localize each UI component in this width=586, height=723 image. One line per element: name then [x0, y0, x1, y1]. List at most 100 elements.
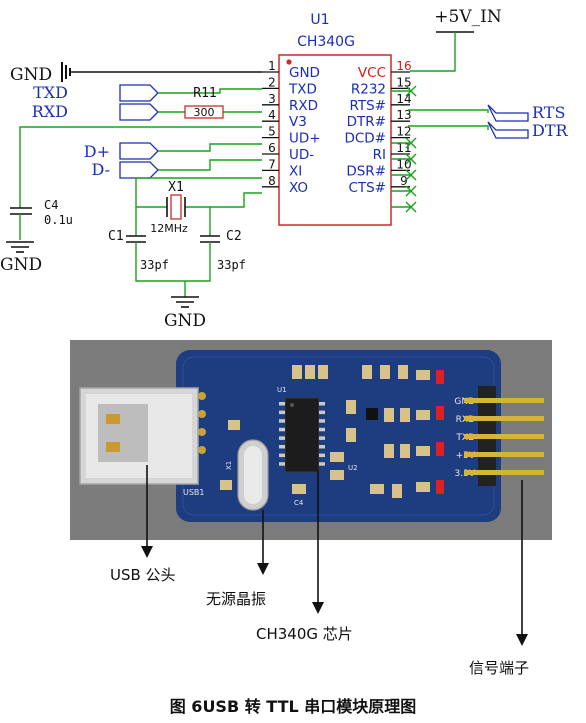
header-pin: [464, 434, 544, 439]
pin-left-number: 7: [268, 157, 276, 171]
chip-leg: [319, 410, 325, 415]
pin-right-name: CTS#: [348, 180, 386, 196]
chip-leg: [279, 453, 285, 458]
u2-silk: U2: [348, 464, 358, 472]
chip-leg: [279, 462, 285, 466]
pin-right-number: 15: [396, 75, 411, 89]
gnd-bottom-label: GND: [164, 311, 206, 331]
power-label: +5V_IN: [434, 7, 502, 27]
c2-value: 33pf: [217, 258, 246, 272]
pin-right-number: 10: [396, 157, 411, 171]
pin-right-name: R232: [351, 81, 386, 97]
chip-body: [278, 54, 392, 226]
power-5v: +5V_IN: [410, 7, 502, 72]
ch340g-component: U1: [277, 386, 320, 473]
header-pin: [464, 416, 544, 421]
chip-leg: [279, 410, 285, 415]
gnd-top-label: GND: [10, 65, 52, 85]
pin-right-name: RI: [373, 147, 386, 163]
pin-left-name: XO: [289, 180, 308, 196]
chip-leg: [319, 453, 325, 458]
pin-left-name: RXD: [289, 98, 318, 114]
pin-left-number: 3: [268, 92, 276, 106]
chip-leg: [319, 402, 325, 406]
pcb-photo: USB1 X1 U1: [70, 340, 552, 540]
port-rts-label: RTS: [532, 103, 565, 122]
smd-parts: U2 C4: [220, 365, 444, 507]
port-dplus-label: D+: [84, 142, 110, 161]
chip-legs: [279, 402, 325, 466]
chip-leg: [279, 436, 285, 440]
c4-ref: C4: [44, 198, 58, 212]
chip-leg: [319, 436, 325, 440]
header-pin: [464, 470, 544, 475]
pin-left-number: 2: [268, 75, 276, 89]
u1-silk: U1: [277, 386, 287, 394]
port-rxd: RXD: [32, 102, 185, 121]
pin-right-name: VCC: [358, 65, 386, 81]
port-txd-label: TXD: [33, 83, 68, 102]
callout-chip: CH340G 芯片: [256, 625, 353, 643]
chip-ref: U1: [310, 12, 329, 28]
pin-left-name: GND: [289, 65, 320, 81]
chip-leg: [279, 402, 285, 406]
resistor-r11: R11 300: [184, 86, 262, 119]
crystal-circuit: X1 12MHz C1 C2 33pf 33pf GND: [108, 177, 262, 331]
usb1-silk: USB1: [183, 488, 205, 497]
x1-ref: X1: [168, 180, 184, 195]
pin-right-name: RTS#: [349, 98, 386, 114]
pin-right-number: 9: [400, 174, 408, 188]
pin-right-name: DSR#: [346, 163, 386, 179]
c1-ref: C1: [108, 229, 124, 244]
pin-left-name: UD-: [289, 147, 314, 163]
header-pin: [464, 398, 544, 403]
pin-right-name: DCD#: [344, 131, 386, 147]
chip-leg: [279, 427, 285, 432]
pins-right: 16VCC15R23214RTS#13DTR#12DCD#11RI10DSR#9…: [344, 59, 411, 196]
figure-caption: 图 6USB 转 TTL 串口模块原理图: [170, 697, 417, 716]
port-dtr-label: DTR: [532, 121, 569, 140]
r11-value: 300: [194, 106, 215, 119]
ports-right: RTS DTR: [408, 103, 569, 140]
pin-right-number: 13: [396, 108, 411, 122]
pin-left-name: V3: [289, 114, 307, 130]
gnd-top: GND: [10, 62, 262, 85]
c4-circuit: C4 0.1u GND: [0, 126, 262, 275]
usb-plug: USB1: [79, 387, 206, 497]
pcb-board: [176, 350, 501, 522]
pin-left-name: UD+: [289, 131, 321, 147]
c4-silk: C4: [294, 499, 304, 507]
port-rxd-label: RXD: [32, 102, 68, 121]
pin-left-number: 8: [268, 174, 276, 188]
c4-value: 0.1u: [44, 213, 73, 227]
chip-part: CH340G: [297, 34, 355, 50]
port-dminus: D-: [91, 159, 262, 179]
x1-silk: X1: [225, 461, 233, 470]
port-txd: TXD: [33, 83, 262, 102]
callout-crystal: 无源晶振: [206, 590, 266, 608]
pin-right-number: 12: [396, 125, 411, 139]
chip-leg: [319, 427, 325, 432]
chip-leg: [319, 462, 325, 466]
c1-value: 33pf: [140, 258, 169, 272]
pin-left-name: XI: [289, 163, 302, 179]
pin1-dot: [286, 59, 292, 65]
gnd-left-label: GND: [0, 255, 42, 275]
pin-right-number: 11: [396, 141, 411, 155]
chip-leg: [319, 419, 325, 423]
port-dplus: D+: [84, 142, 262, 161]
chip-leg: [319, 445, 325, 449]
r11-ref: R11: [193, 86, 216, 101]
pin-right-number: 16: [396, 59, 411, 73]
header-pins: [464, 398, 544, 475]
port-dminus-label: D-: [91, 160, 110, 179]
callout-usb: USB 公头: [110, 566, 176, 584]
port-dtr: [487, 121, 529, 139]
pin-right-name: DTR#: [347, 114, 386, 130]
chip-leg: [279, 419, 285, 423]
crystal-component: X1: [225, 439, 269, 511]
pin-left-number: 6: [268, 141, 276, 155]
